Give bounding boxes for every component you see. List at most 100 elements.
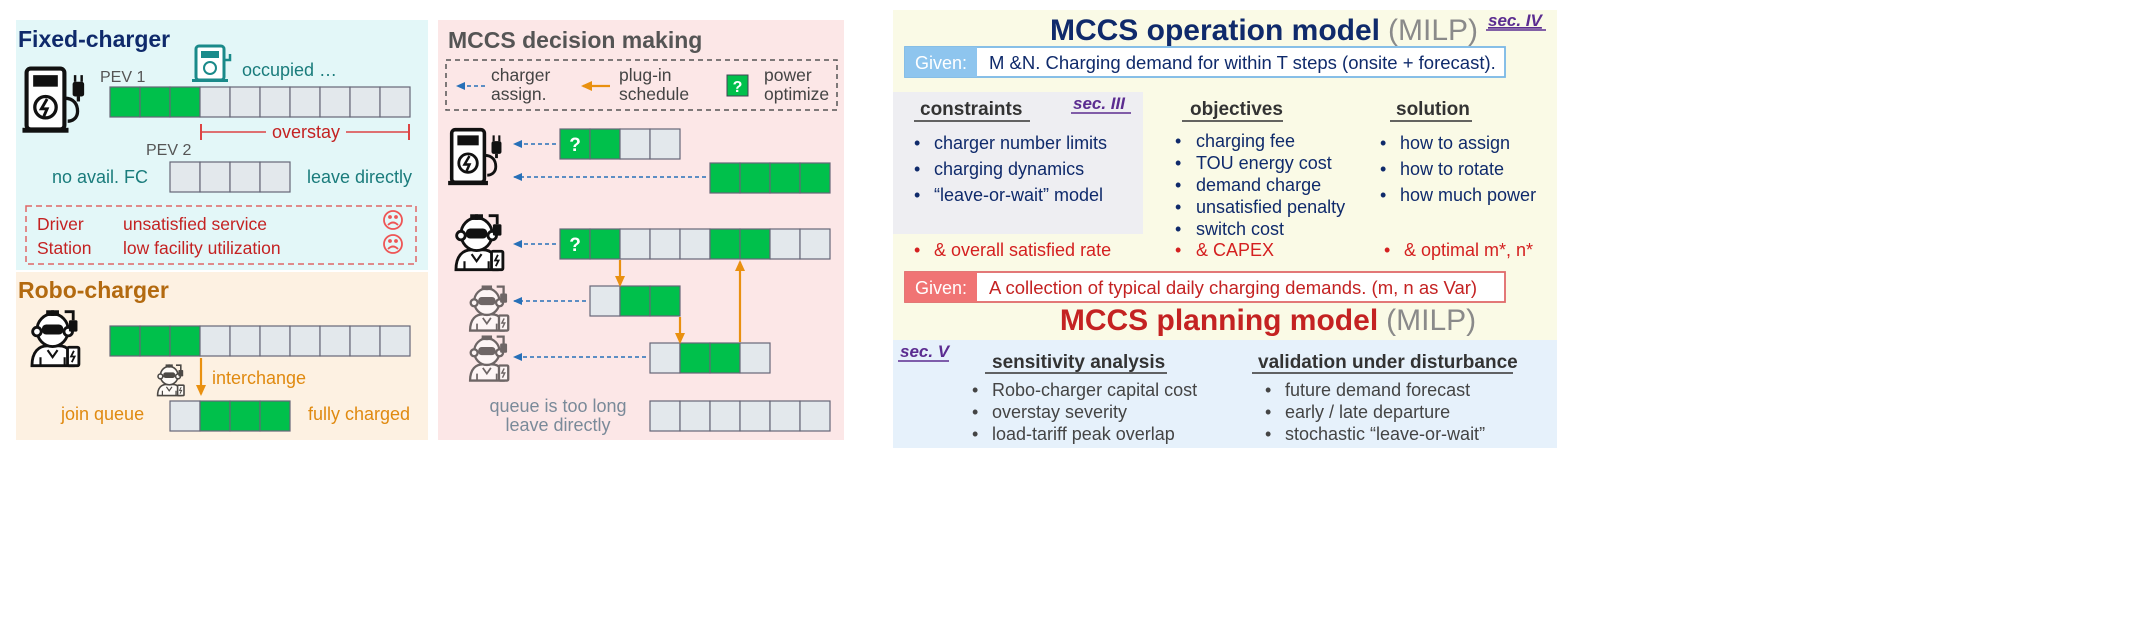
problem-box (25, 205, 417, 265)
analysis-sec-link[interactable]: sec. V (900, 342, 951, 361)
empty-slot (649, 228, 681, 260)
operation-given-label: Given: (915, 53, 967, 73)
svg-text:•: • (1384, 240, 1390, 260)
svg-text:•: • (1175, 240, 1181, 260)
legend-power-2: optimize (764, 84, 829, 104)
svg-text:?: ? (733, 79, 743, 96)
leave-directly-label: leave directly (307, 167, 412, 187)
empty-slot (769, 228, 801, 260)
empty-slot (289, 325, 321, 357)
validation-list: •future demand forecast •early / late de… (1265, 380, 1485, 444)
svg-text:•: • (1175, 153, 1181, 173)
empty-slot (169, 400, 201, 432)
decision-rows: ?? (559, 128, 831, 432)
charging-slot (709, 162, 741, 194)
charging-slot (589, 128, 621, 160)
empty-slot (289, 86, 321, 118)
empty-slot (679, 228, 711, 260)
empty-slot (199, 86, 231, 118)
svg-text:•: • (972, 424, 978, 444)
charging-slot (259, 400, 291, 432)
empty-slot (229, 86, 261, 118)
solution-item: how to assign (1400, 133, 1510, 153)
pev2-label: PEV 2 (146, 142, 191, 159)
objectives-extra: & CAPEX (1196, 240, 1274, 260)
operation-title: MCCS operation model(MILP) (1050, 14, 1478, 47)
svg-text:•: • (1265, 424, 1271, 444)
pev1-charging-row (109, 86, 411, 118)
constraint-item: charger number limits (934, 133, 1107, 153)
operation-given-label-bg (905, 47, 977, 77)
empty-slot (319, 325, 351, 357)
analysis-panel (893, 340, 1557, 448)
empty-slot (229, 161, 261, 193)
station-issue: low facility utilization (123, 238, 281, 258)
planning-given-label-bg (905, 272, 977, 302)
legend-power-square (726, 74, 749, 97)
charging-slot (199, 400, 231, 432)
fully-charged-label: fully charged (308, 404, 410, 424)
planning-title: MCCS planning model(MILP) (1060, 304, 1476, 337)
empty-slot (319, 86, 351, 118)
charging-slot (739, 162, 771, 194)
decision-title: MCCS decision making (448, 27, 702, 53)
charging-slot (139, 86, 171, 118)
driver-issue: unsatisfied service (123, 214, 267, 234)
queue-text-1: queue is too long (489, 396, 626, 416)
svg-text:•: • (1265, 402, 1271, 422)
empty-slot (799, 400, 831, 432)
sensitivity-title: sensitivity analysis (992, 352, 1165, 373)
validation-item: stochastic “leave-or-wait” (1285, 424, 1485, 444)
charging-slot (229, 400, 261, 432)
power-optimize-mark: ? (569, 135, 581, 156)
empty-slot (199, 325, 231, 357)
empty-slot (679, 400, 711, 432)
occupied-charger-icon (192, 44, 232, 82)
power-optimize-mark: ? (569, 235, 581, 256)
empty-slot (169, 161, 201, 193)
empty-slot (649, 342, 681, 374)
svg-text:•: • (1380, 185, 1386, 205)
svg-text:•: • (1175, 131, 1181, 151)
charging-slot (709, 228, 741, 260)
svg-text:•: • (972, 380, 978, 400)
constraints-sec-link[interactable]: sec. III (1073, 94, 1126, 113)
station-label: Station (37, 238, 91, 258)
charging-slot (709, 342, 741, 374)
empty-slot (649, 400, 681, 432)
empty-slot (259, 86, 291, 118)
pev2-waiting-row (169, 161, 291, 193)
solution-item: how to rotate (1400, 159, 1504, 179)
overstay-label: overstay (272, 122, 340, 142)
operation-sec-link[interactable]: sec. IV (1488, 11, 1544, 30)
sensitivity-item: overstay severity (992, 402, 1127, 422)
charging-slot (559, 128, 591, 160)
legend-charger-1: charger (491, 65, 551, 85)
legend-power-1: power (764, 65, 812, 85)
objective-item: unsatisfied penalty (1196, 197, 1345, 217)
empty-slot (199, 161, 231, 193)
charging-slot (769, 162, 801, 194)
sensitivity-item: load-tariff peak overlap (992, 424, 1175, 444)
robo-charger-title: Robo-charger (18, 277, 169, 303)
constraints-title: constraints (920, 99, 1022, 120)
charging-slot (589, 228, 621, 260)
charging-slot (619, 285, 651, 317)
constraint-item: “leave-or-wait” model (934, 185, 1103, 205)
charging-slot (169, 86, 201, 118)
planning-given-box (904, 271, 1506, 303)
validation-title: validation under disturbance (1258, 352, 1518, 373)
charging-slot (109, 325, 141, 357)
validation-item: early / late departure (1285, 402, 1450, 422)
solution-list: •how to assign •how to rotate •how much … (1380, 133, 1536, 205)
empty-slot (349, 86, 381, 118)
legend-box (445, 59, 838, 111)
legend-plugin-2: schedule (619, 84, 689, 104)
svg-text:•: • (914, 185, 920, 205)
legend-charger-2: assign. (491, 84, 546, 104)
empty-slot (259, 325, 291, 357)
interchange-label: interchange (212, 368, 306, 388)
fixed-charger-title: Fixed-charger (18, 26, 170, 52)
occupied-label: occupied … (242, 60, 337, 80)
